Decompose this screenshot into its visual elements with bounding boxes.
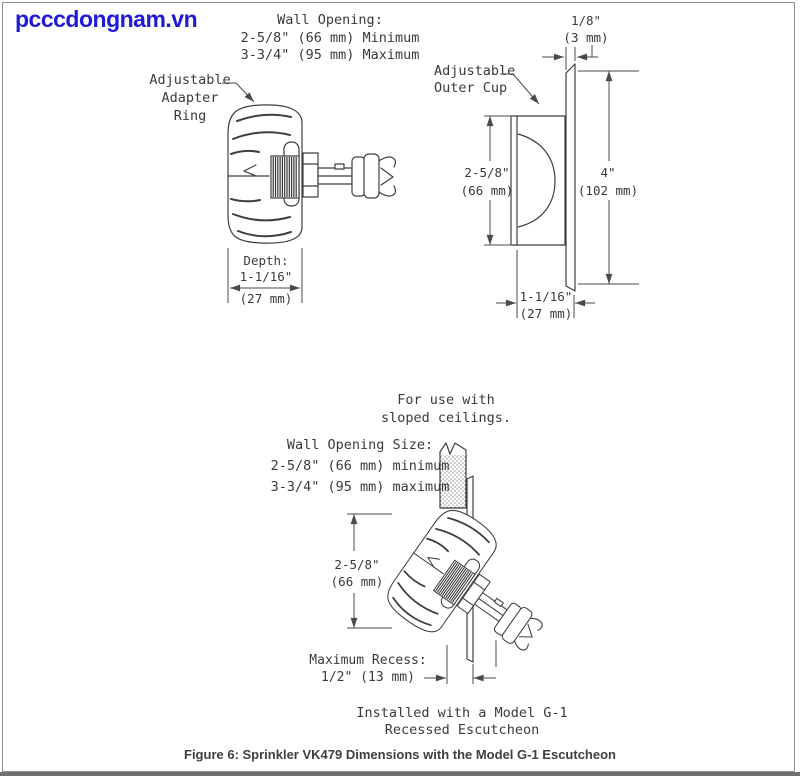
depth-dim-mm: (27 mm) bbox=[239, 291, 293, 306]
sloped-ceiling-note: For use with sloped ceilings. bbox=[380, 392, 512, 426]
bottom-sloped-view bbox=[347, 442, 572, 687]
depth-dim: Depth: 1-1/16" bbox=[239, 253, 293, 284]
cup-height-dim: 2-5/8" (66 mm) bbox=[460, 165, 514, 198]
site-watermark: pcccdongnam.vn bbox=[15, 6, 198, 32]
top-right-cup-view bbox=[484, 45, 639, 318]
plate-height-dim: 4" (102 mm) bbox=[577, 165, 639, 198]
wall-opening-size-note: Wall Opening Size: 2-5/8" (66 mm) minimu… bbox=[270, 437, 450, 495]
cup-depth-dim: 1-1/16" (27 mm) bbox=[519, 289, 573, 321]
adapter-ring-label: Adjustable Adapter Ring bbox=[149, 72, 231, 124]
page-border bbox=[2, 2, 795, 772]
bottom-rule bbox=[0, 772, 800, 776]
opening-height-dim: 2-5/8" (66 mm) bbox=[330, 557, 384, 589]
wall-opening-note: Wall Opening: 2-5/8" (66 mm) Minimum 3-3… bbox=[240, 12, 420, 63]
figure-caption: Figure 6: Sprinkler VK479 Dimensions wit… bbox=[184, 747, 616, 762]
max-recess-note: Maximum Recess: 1/2" (13 mm) bbox=[309, 653, 427, 685]
top-left-sprinkler-view bbox=[222, 82, 397, 303]
installed-note: Installed with a Model G-1 Recessed Escu… bbox=[356, 705, 568, 738]
outer-cup-label: Adjustable Outer Cup bbox=[434, 63, 516, 96]
plate-thickness-dim: 1/8" (3 mm) bbox=[563, 13, 609, 45]
